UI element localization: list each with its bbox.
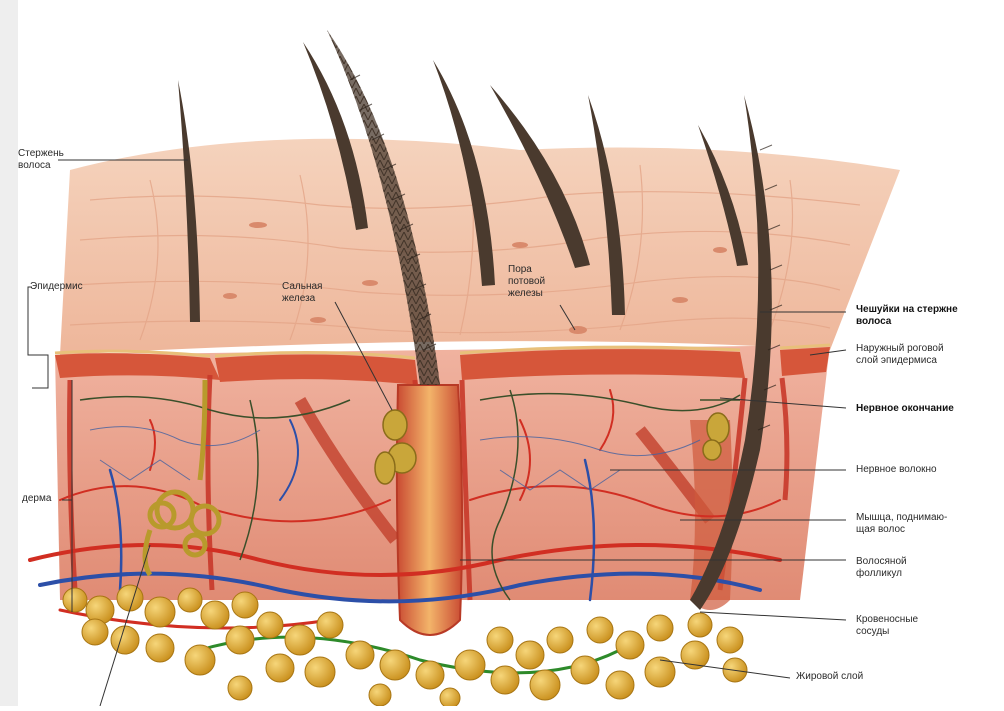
background-left-edge — [0, 0, 18, 706]
epidermis-band-4 — [780, 347, 830, 376]
label-sweat-pore: Пора потовой железы — [508, 264, 545, 300]
label-stratum-corneum: Наружный роговой слой эпидермиса — [856, 343, 944, 367]
label-nerve-fiber: Нервное волокно — [856, 464, 937, 476]
label-nerve-ending: Нервное окончание — [856, 403, 954, 415]
label-blood-vessels: Кровеносные сосуды — [856, 614, 918, 638]
label-arrector-muscle: Мышца, поднимаю- щая волос — [856, 512, 947, 536]
label-sebaceous-gland: Сальная железа — [282, 281, 322, 305]
label-hair-follicle: Волосяной фолликул — [856, 556, 907, 580]
label-hair-scales: Чешуйки на стержне волоса — [856, 304, 958, 328]
label-epidermis: Эпидермис — [30, 281, 83, 293]
label-dermis: дерма — [22, 493, 51, 505]
label-fat-layer: Жировой слой — [796, 671, 863, 683]
label-hair-shaft: Стержень волоса — [18, 148, 64, 172]
